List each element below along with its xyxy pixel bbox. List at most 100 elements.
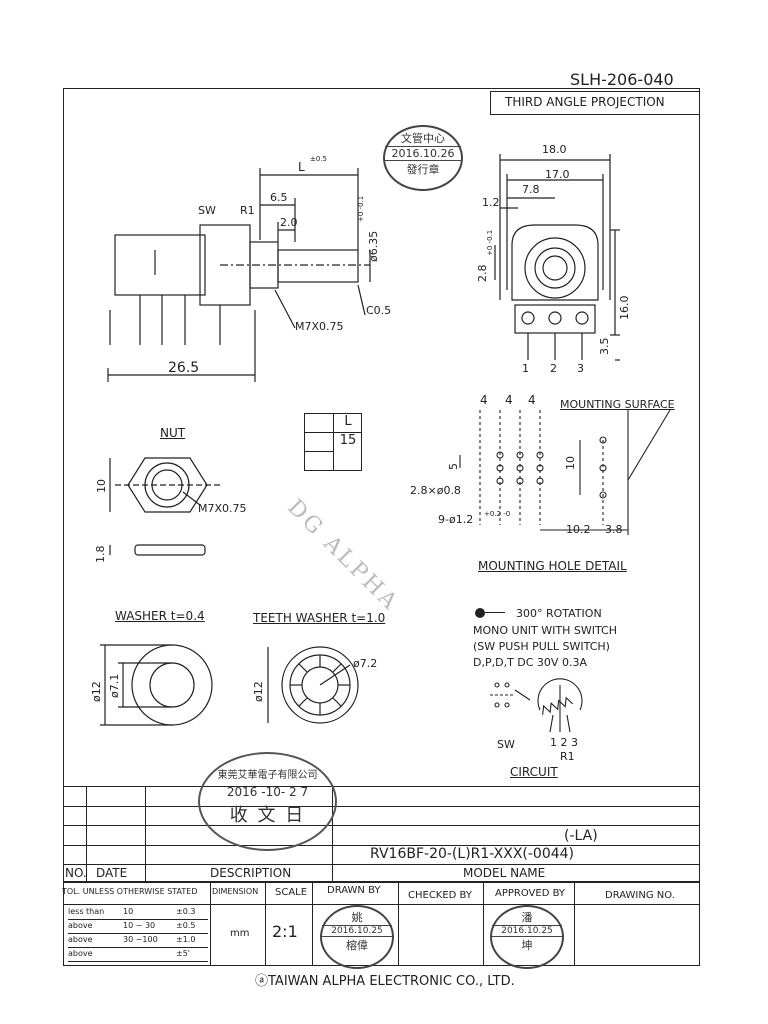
dim-2-8-tol: +0 -0.1 <box>486 229 494 256</box>
model-number: RV16BF-20-(L)R1-XXX(-0044) <box>370 846 575 862</box>
side-view-drawing <box>107 168 371 382</box>
rev-line-5 <box>63 864 700 865</box>
tol-cell: ±0.5 <box>176 921 196 930</box>
tol-cell: ±5' <box>176 949 190 958</box>
drawn-stamp-top: 姚 <box>351 911 363 924</box>
shaft-diameter: ø6.35 <box>367 230 380 262</box>
circuit-sw: SW <box>497 738 515 751</box>
circuit-r1: R1 <box>560 750 575 763</box>
nut-title: NUT <box>160 426 186 440</box>
rev-line-2 <box>63 806 700 807</box>
spec-rotation: 300° ROTATION <box>516 607 602 620</box>
l-table-value: 15 <box>339 433 357 448</box>
washer-od: ø12 <box>90 681 103 702</box>
rotation-dot <box>475 608 485 618</box>
dim-6-5: 6.5 <box>270 191 288 204</box>
shaft <box>277 249 359 283</box>
circuit-drawing <box>490 678 583 733</box>
r1-label: R1 <box>240 204 255 217</box>
col-no: NO. <box>65 866 87 880</box>
tol-cell: above <box>68 921 93 930</box>
col-model-name: MODEL NAME <box>463 866 546 880</box>
washer-id: ø7.1 <box>108 673 121 698</box>
stamp-date: 2016.10.26 <box>385 146 461 161</box>
mount-dim-4c: 4 <box>528 393 536 407</box>
slot-label: 2.8×ø0.8 <box>410 484 461 497</box>
mounting-hole-title: MOUNTING HOLE DETAIL <box>478 559 627 573</box>
spec-line3: (SW PUSH PULL SWITCH) <box>473 640 610 653</box>
approved-stamp-date: 2016.10.25 <box>492 925 562 937</box>
teeth-washer-title: TEETH WASHER t=1.0 <box>253 611 386 625</box>
approved-by-stamp: 潘 2016.10.25 坤 <box>490 905 564 969</box>
tb-col-5 <box>483 881 484 966</box>
holes-label: 9-ø1.2 <box>438 513 474 526</box>
tol-cell: ±1.0 <box>176 935 196 944</box>
scale-value: 2:1 <box>272 922 298 941</box>
tb-col-4 <box>398 881 399 966</box>
tol-header: TOL. UNLESS OTHERWISE STATED <box>62 887 198 896</box>
width-18: 18.0 <box>542 143 567 156</box>
washer-drawing <box>100 644 213 726</box>
rev-col-1 <box>86 786 87 881</box>
rev-line-4 <box>63 845 700 846</box>
length-label: 26.5 <box>168 360 200 376</box>
circuit-title: CIRCUIT <box>510 765 558 779</box>
tol-cell: above <box>68 949 93 958</box>
revision-suffix: (-LA) <box>564 828 598 844</box>
l-table-header: L <box>334 414 362 433</box>
width-7-8: 7.8 <box>522 183 540 196</box>
nut-dim-10: 10 <box>95 479 108 493</box>
front-view-drawing <box>494 154 620 361</box>
scale-header: SCALE <box>275 887 308 898</box>
l-label: L <box>298 160 305 174</box>
tol-cell: less than <box>68 907 105 916</box>
tb-col-6 <box>574 881 575 966</box>
spec-line4: D,P,D,T DC 30V 0.3A <box>473 656 587 669</box>
approved-stamp-bottom: 坤 <box>521 939 533 952</box>
mounting-surface-label: MOUNTING SURFACE <box>560 398 675 411</box>
pin-3: 3 <box>577 362 584 375</box>
nut-dim-1-8: 1.8 <box>94 545 107 564</box>
rev-line-3 <box>63 825 700 826</box>
unit-value: mm <box>230 928 250 939</box>
tol-cell: 10 ~ 30 <box>123 921 156 930</box>
dim-2-0: 2.0 <box>280 216 298 229</box>
doc-center-stamp: 文管中心 2016.10.26 發行章 <box>383 125 463 191</box>
height-3-5: 3.5 <box>598 337 611 356</box>
doc-number: SLH-206-040 <box>570 70 674 89</box>
rev-col-3 <box>332 786 333 881</box>
drawn-by-header: DRAWN BY <box>327 885 381 896</box>
dimension-header: DIMENSION <box>212 887 259 896</box>
rev-line-6 <box>63 881 700 883</box>
drawn-stamp-date: 2016.10.25 <box>322 925 392 937</box>
chamfer-label: C0.5 <box>366 304 392 317</box>
tol-cell: 30 ~100 <box>123 935 158 944</box>
mount-dim-3-8: 3.8 <box>605 523 623 536</box>
dim-1-2: 1.2 <box>482 196 500 209</box>
drawn-by-stamp: 姚 2016.10.25 榕偉 <box>320 905 394 969</box>
thread-label: M7X0.75 <box>295 320 344 333</box>
teeth-washer-od: ø12 <box>252 681 265 702</box>
mount-dim-4b: 4 <box>505 393 513 407</box>
mount-dim-10: 10 <box>564 456 577 470</box>
projection-box <box>490 91 700 115</box>
rotation-line <box>485 612 505 613</box>
sw-label: SW <box>198 204 216 217</box>
drawn-stamp-bottom: 榕偉 <box>346 939 368 952</box>
teeth-washer-id: ø7.2 <box>353 657 378 670</box>
approved-stamp-top: 潘 <box>521 911 533 924</box>
circuit-pins: 1 2 3 <box>550 736 578 749</box>
spec-line2: MONO UNIT WITH SWITCH <box>473 624 618 637</box>
shaft-tolerance: +0 -0.1 <box>357 195 365 222</box>
tol-row: above ±5' <box>68 948 208 962</box>
dim-2-8: 2.8 <box>476 264 489 283</box>
tol-cell: 10 <box>123 907 134 916</box>
received-text: 收 文 日 <box>229 805 306 826</box>
checked-by-header: CHECKED BY <box>408 890 472 901</box>
mounting-hole-drawing <box>459 409 671 535</box>
tb-col-1 <box>210 881 211 966</box>
drawing-no-header: DRAWING NO. <box>605 890 675 901</box>
stamp-line1: 文管中心 <box>401 132 445 145</box>
tb-line <box>63 904 700 905</box>
